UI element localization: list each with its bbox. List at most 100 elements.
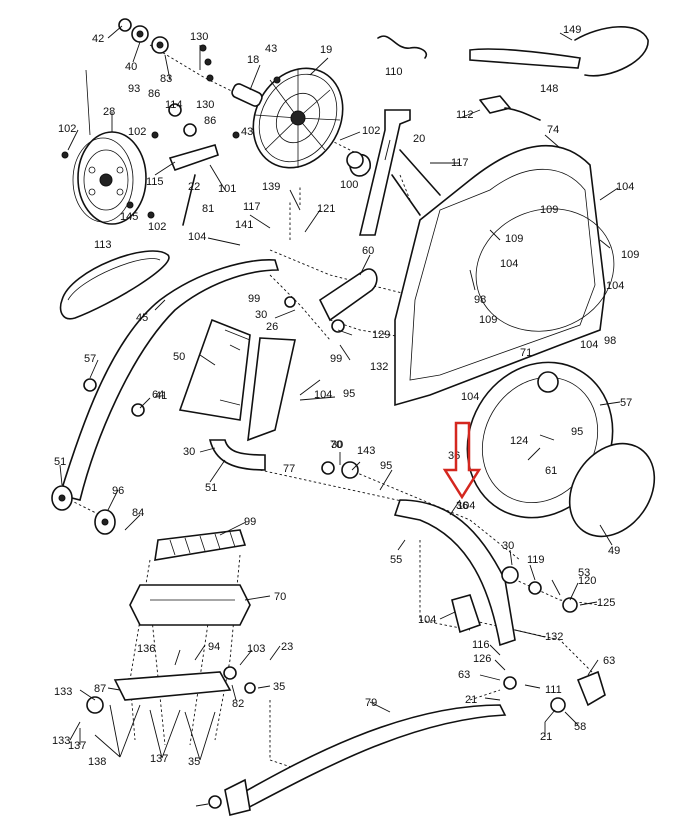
part-number-label: 40	[125, 61, 137, 73]
pedal-base-part	[129, 584, 251, 626]
part-number-label: 145	[120, 211, 138, 223]
part-number-label: 129	[372, 329, 390, 341]
part-number-label: 57	[84, 353, 96, 365]
part-number-label: 35	[273, 681, 285, 693]
part-number-label: 99	[330, 353, 342, 365]
callout-leader-lines	[59, 25, 621, 807]
part-number-label: 30	[183, 446, 195, 458]
part-number-label: 22	[188, 181, 200, 193]
part-number-label: 60	[362, 245, 374, 257]
part-number-label: 119	[527, 554, 545, 566]
part-number-label: 74	[547, 124, 559, 136]
part-number-label: 136	[137, 643, 155, 655]
end-bracket-part	[224, 778, 251, 816]
part-number-label: 30	[502, 540, 514, 552]
lower-arm-part	[228, 704, 507, 814]
bracket-part	[318, 268, 378, 322]
part-number-label: 104	[580, 339, 598, 351]
part-number-label: 19	[320, 44, 332, 56]
part-number-label: 83	[160, 73, 172, 85]
part-number-label: 95	[571, 426, 583, 438]
part-number-label: 36	[448, 450, 460, 462]
part-number-label: 102	[128, 126, 146, 138]
part-number-label: 125	[597, 597, 615, 609]
part-number-label: 130	[196, 99, 214, 111]
part-number-label: 124	[510, 435, 528, 447]
part-number-label: 81	[202, 203, 214, 215]
part-number-label: 51	[205, 482, 217, 494]
part-number-label: 95	[343, 388, 355, 400]
part-number-label: 71	[520, 347, 532, 359]
part-number-label: 86	[204, 115, 216, 127]
part-number-label: 23	[281, 641, 293, 653]
disc-cover-part	[568, 442, 656, 538]
part-number-label: 42	[92, 33, 104, 45]
part-number-label: 133	[54, 686, 72, 698]
part-number-label: 50	[173, 351, 185, 363]
part-number-label: 98	[604, 335, 616, 347]
part-number-label: 109	[505, 233, 523, 245]
part-number-label: 100	[340, 179, 358, 191]
part-number-label: 104	[418, 614, 436, 626]
part-number-label: 132	[545, 631, 563, 643]
part-number-label: 41	[155, 390, 167, 402]
part-number-label: 116	[472, 639, 490, 651]
part-number-label: 115	[146, 176, 164, 188]
part-number-label: 104	[500, 258, 518, 270]
part-number-label: 70	[274, 591, 286, 603]
part-number-label: 139	[262, 181, 280, 193]
part-number-label: 109	[479, 314, 497, 326]
part-number-label: 30	[331, 439, 343, 451]
part-number-label: 130	[190, 31, 208, 43]
part-number-label: 93	[128, 83, 140, 95]
upper-arm-part	[58, 258, 280, 501]
part-number-label: 84	[132, 507, 144, 519]
part-number-label: 79	[365, 697, 377, 709]
part-number-label: 104	[188, 231, 206, 243]
part-number-label: 63	[458, 669, 470, 681]
part-number-label: 18	[247, 54, 259, 66]
part-number-label: 113	[94, 239, 112, 251]
part-number-label: 70	[330, 439, 342, 451]
part-number-label: 102	[362, 125, 380, 137]
part-number-label: 43	[265, 43, 277, 55]
drive-belt-part	[59, 250, 170, 320]
part-number-label: 132	[370, 361, 388, 373]
roller-wheels-part	[51, 151, 578, 809]
chest-strap-part	[574, 26, 649, 77]
part-number-label: 103	[247, 643, 265, 655]
rail-36-part	[393, 499, 516, 647]
part-number-label: 110	[385, 66, 403, 78]
upright-frame-part	[349, 109, 441, 236]
pedal-plate-part	[113, 671, 232, 701]
part-number-label: 96	[112, 485, 124, 497]
pedal-arm-bracket-part	[178, 318, 296, 442]
part-number-label: 104	[461, 391, 479, 403]
part-number-label: 120	[578, 575, 596, 587]
pulley-disc-part	[231, 67, 344, 169]
chest-transmitter-part	[469, 48, 581, 69]
part-number-label: 51	[54, 456, 66, 468]
part-number-label: 58	[574, 721, 586, 733]
part-number-label: 20	[413, 133, 425, 145]
part-number-label: 101	[218, 183, 236, 195]
part-number-label: 114	[165, 99, 183, 111]
part-number-label: 26	[266, 321, 278, 333]
link-plate-125	[451, 594, 482, 634]
part-number-label: 45	[136, 312, 148, 324]
cable-part	[377, 35, 428, 59]
part-number-label: 141	[235, 219, 253, 231]
part-number-label: 87	[94, 683, 106, 695]
part-number-label: 49	[608, 545, 620, 557]
part-number-label: 137	[68, 740, 86, 752]
part-number-label: 138	[88, 756, 106, 768]
part-number-label: 102	[148, 221, 166, 233]
part-number-label: 35	[188, 756, 200, 768]
part-number-label: 94	[208, 641, 220, 653]
part-number-label: 137	[150, 753, 168, 765]
part-number-label: 109	[540, 204, 558, 216]
part-number-label: 143	[357, 445, 375, 457]
pedal-pad-part	[154, 529, 247, 561]
part-number-label: 104	[616, 181, 634, 193]
